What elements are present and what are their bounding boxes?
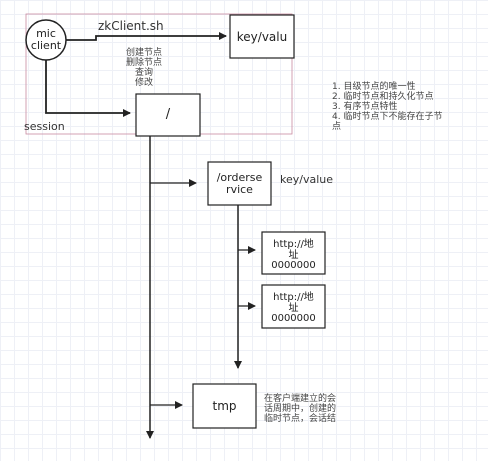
order-service-label: /orderse rvice (208, 172, 271, 195)
notes-list: 1. 目级节点的唯一性 2. 临时节点和持久化节点 3. 有序节点特性 4. 临… (332, 82, 472, 132)
tmp-note: 在客户端建立的会 话周期中，创建的 临时节点，会话结 (264, 394, 359, 424)
arrow-client-to-keyvalue (66, 32, 227, 41)
http1-line1: http://地 (273, 239, 314, 250)
operations-list: 创建节点 删除节点 查询 修改 (114, 48, 174, 88)
op-create: 创建节点 (125, 48, 162, 58)
tmp-box[interactable] (192, 383, 257, 429)
mic-label-line1: mic (36, 27, 56, 40)
order-service-box[interactable] (207, 161, 272, 206)
key-value-side-label: key/value (280, 173, 334, 186)
root-node-label: / (165, 107, 171, 122)
tmp-note-line3: 临时节点，会话结 (264, 414, 337, 424)
note-4-continued: 点 (332, 122, 342, 132)
tmp-label: tmp (212, 399, 237, 413)
note-1: 1. 目级节点的唯一性 (332, 82, 416, 92)
key-value-box[interactable] (229, 14, 295, 59)
http-node-label-2: http://地 址 0000000 (262, 292, 325, 325)
http1-line3: 0000000 (271, 260, 316, 271)
note-2: 2. 临时节点和持久化节点 (332, 92, 434, 102)
http2-line2: 址 (288, 302, 299, 314)
http-node-box-2[interactable] (261, 284, 326, 329)
zk-client-label: zkClient.sh (98, 19, 164, 33)
op-query: 查询 (134, 68, 153, 78)
session-label: session (24, 120, 65, 133)
root-node-box[interactable] (135, 93, 201, 137)
note-4: 4. 临时节点下不能存在子节 (332, 112, 443, 122)
key-value-box-label: key/valu (236, 30, 288, 44)
http2-line1: http://地 (273, 292, 314, 303)
op-delete: 删除节点 (125, 58, 162, 68)
http1-line2: 址 (288, 249, 299, 261)
http2-line3: 0000000 (271, 313, 316, 324)
order-service-line1: /orderse (216, 171, 263, 184)
mic-label-line2: client (30, 38, 62, 52)
order-service-line2: rvice (226, 182, 253, 196)
note-3: 3. 有序节点特性 (332, 102, 398, 112)
tmp-note-line2: 话周期中，创建的 (264, 404, 337, 414)
http-node-label-1: http://地 址 0000000 (262, 239, 325, 272)
mic-client-label: mic client (26, 28, 66, 51)
http-node-box-1[interactable] (261, 231, 326, 275)
op-modify: 修改 (134, 78, 153, 88)
arrow-client-to-root (45, 60, 131, 117)
tmp-note-line1: 在客户端建立的会 (264, 394, 337, 404)
